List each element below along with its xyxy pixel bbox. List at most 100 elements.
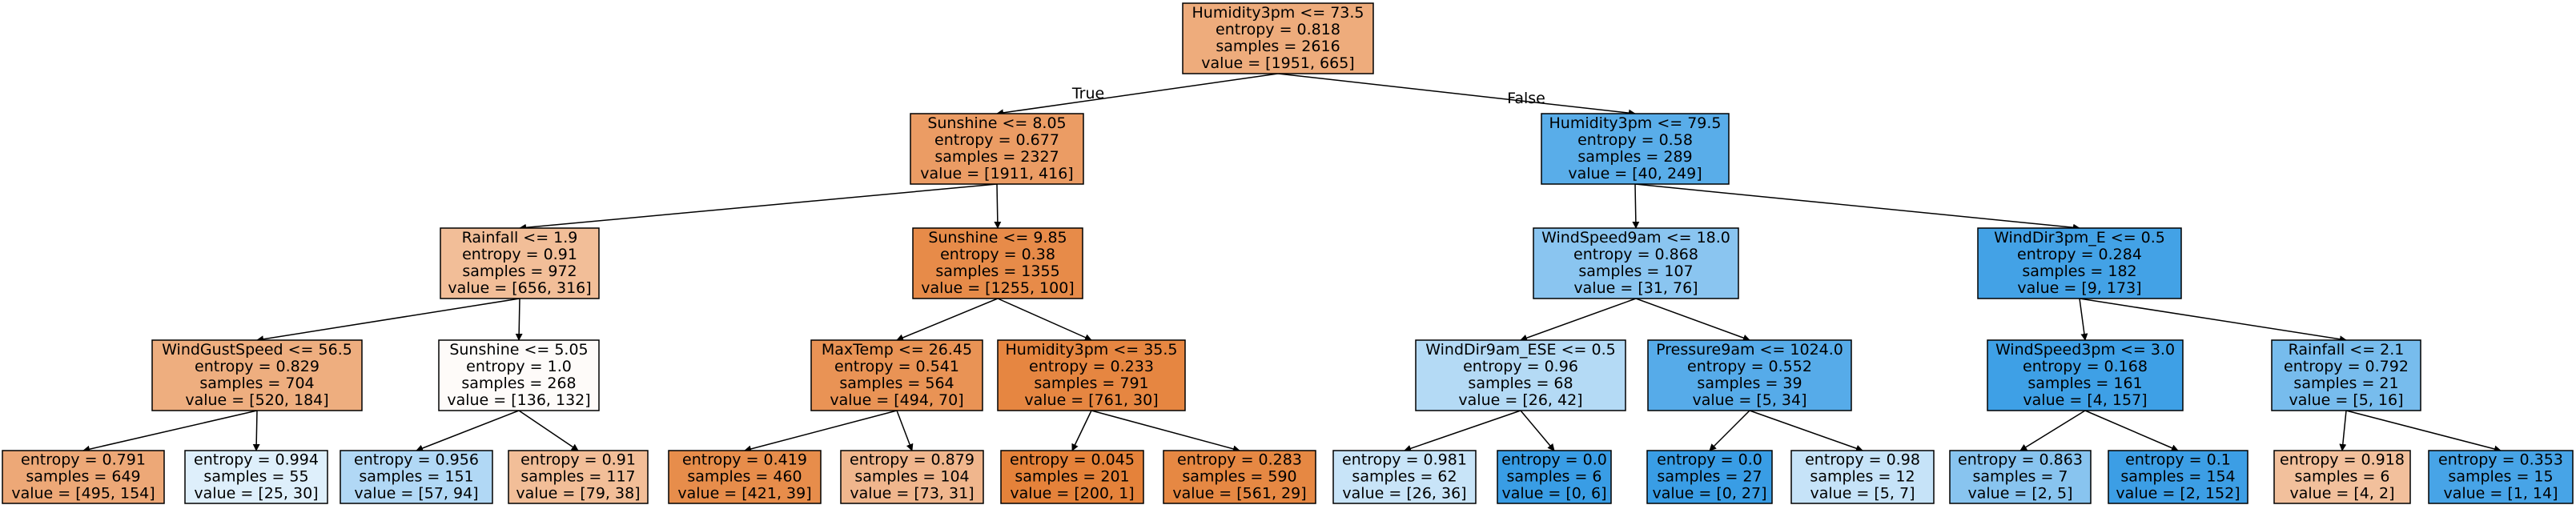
node-line: samples = 6	[2294, 468, 2389, 486]
node-box	[1541, 113, 1730, 185]
node-line: value = [4, 2]	[2290, 485, 2395, 503]
node-line: samples = 460	[687, 468, 802, 486]
node-line: value = [1255, 100]	[921, 279, 1074, 297]
node-line: samples = 15	[2448, 468, 2553, 486]
node-line: value = [200, 1]	[1010, 485, 1134, 503]
node-line: Rainfall <= 1.9	[462, 229, 578, 246]
node-line: entropy = 0.91	[520, 451, 636, 469]
node-line: entropy = 0.994	[194, 451, 319, 469]
node-line: entropy = 0.791	[21, 451, 146, 469]
node-box	[1182, 2, 1374, 74]
node-line: entropy = 0.918	[2280, 451, 2405, 469]
node-line: value = [421, 39]	[677, 485, 811, 503]
edge-n10-n22	[1091, 410, 1240, 453]
edge-n9-n19	[744, 410, 898, 453]
node-line: WindGustSpeed <= 56.5	[162, 341, 352, 359]
node-line: value = [2, 5]	[1968, 485, 2073, 503]
node-box	[912, 227, 1083, 299]
true-edge-label: True	[1071, 85, 1104, 102]
node-line: entropy = 0.284	[2017, 246, 2142, 263]
node-box	[1987, 339, 2184, 411]
node-line: entropy = 0.1	[2125, 451, 2231, 469]
node-box	[1497, 450, 1612, 504]
node-line: entropy = 0.677	[934, 131, 1059, 149]
node-line: WindSpeed3pm <= 3.0	[1995, 341, 2175, 359]
node-box	[2428, 450, 2574, 504]
edge-n8-n17	[416, 410, 520, 452]
node-line: samples = 2327	[934, 148, 1059, 166]
node-line: Humidity3pm <= 35.5	[1005, 341, 1177, 359]
node-box	[438, 339, 600, 411]
node-line: entropy = 1.0	[466, 358, 572, 375]
node-line: value = [26, 42]	[1458, 391, 1582, 409]
node-line: WindSpeed9am <= 18.0	[1541, 229, 1730, 246]
node-box	[1790, 450, 1935, 504]
node-box	[1647, 339, 1852, 411]
node-box	[1415, 339, 1626, 411]
node-line: samples = 151	[359, 468, 473, 486]
node-line: entropy = 0.168	[2023, 358, 2148, 375]
node-line: value = [26, 36]	[1342, 485, 1466, 503]
node-box	[810, 339, 983, 411]
node-box	[1163, 450, 1316, 504]
node-line: entropy = 0.98	[1805, 451, 1920, 469]
node-line: value = [9, 173]	[2017, 279, 2141, 297]
node-line: value = [495, 154]	[11, 485, 155, 503]
node-line: entropy = 0.419	[682, 451, 807, 469]
node-line: value = [1951, 665]	[1201, 54, 1354, 72]
edge-n4-n10	[997, 298, 1092, 341]
edge-n1-n4	[994, 183, 1002, 229]
node-line: value = [136, 132]	[447, 391, 590, 409]
node-line: samples = 68	[1468, 375, 1573, 392]
edge-n12-n25	[1709, 410, 1750, 451]
node-box	[1533, 227, 1739, 299]
node-line: entropy = 0.58	[1577, 131, 1693, 149]
node-line: entropy = 0.353	[2438, 451, 2563, 469]
edge-n3-n8	[515, 298, 523, 341]
node-line: value = [79, 38]	[516, 485, 640, 503]
node-line: entropy = 0.38	[940, 246, 1055, 263]
edge-n7-n15	[82, 410, 258, 453]
node-line: value = [1911, 416]	[920, 165, 1073, 182]
node-line: samples = 7	[1972, 468, 2068, 486]
node-line: samples = 161	[2027, 375, 2142, 392]
node-line: samples = 39	[1697, 375, 1802, 392]
node-line: value = [73, 31]	[850, 485, 974, 503]
node-line: entropy = 0.96	[1463, 358, 1578, 375]
edge-n2-n5	[1632, 183, 1640, 229]
node-line: samples = 649	[26, 468, 140, 486]
node-line: entropy = 0.0	[1657, 451, 1762, 469]
edge-n11-n24	[1520, 410, 1555, 451]
node-box	[440, 227, 600, 299]
edge-n13-n27	[2019, 410, 2086, 451]
edge-n14-n30	[2345, 410, 2502, 453]
node-box	[151, 339, 363, 411]
node-box	[840, 450, 984, 504]
node-line: MaxTemp <= 26.45	[822, 341, 972, 359]
node-line: entropy = 0.879	[850, 451, 975, 469]
node-box	[2108, 450, 2248, 504]
node-line: value = [761, 30]	[1024, 391, 1158, 409]
node-line: Humidity3pm <= 73.5	[1192, 4, 1364, 22]
node-line: entropy = 0.868	[1573, 246, 1698, 263]
